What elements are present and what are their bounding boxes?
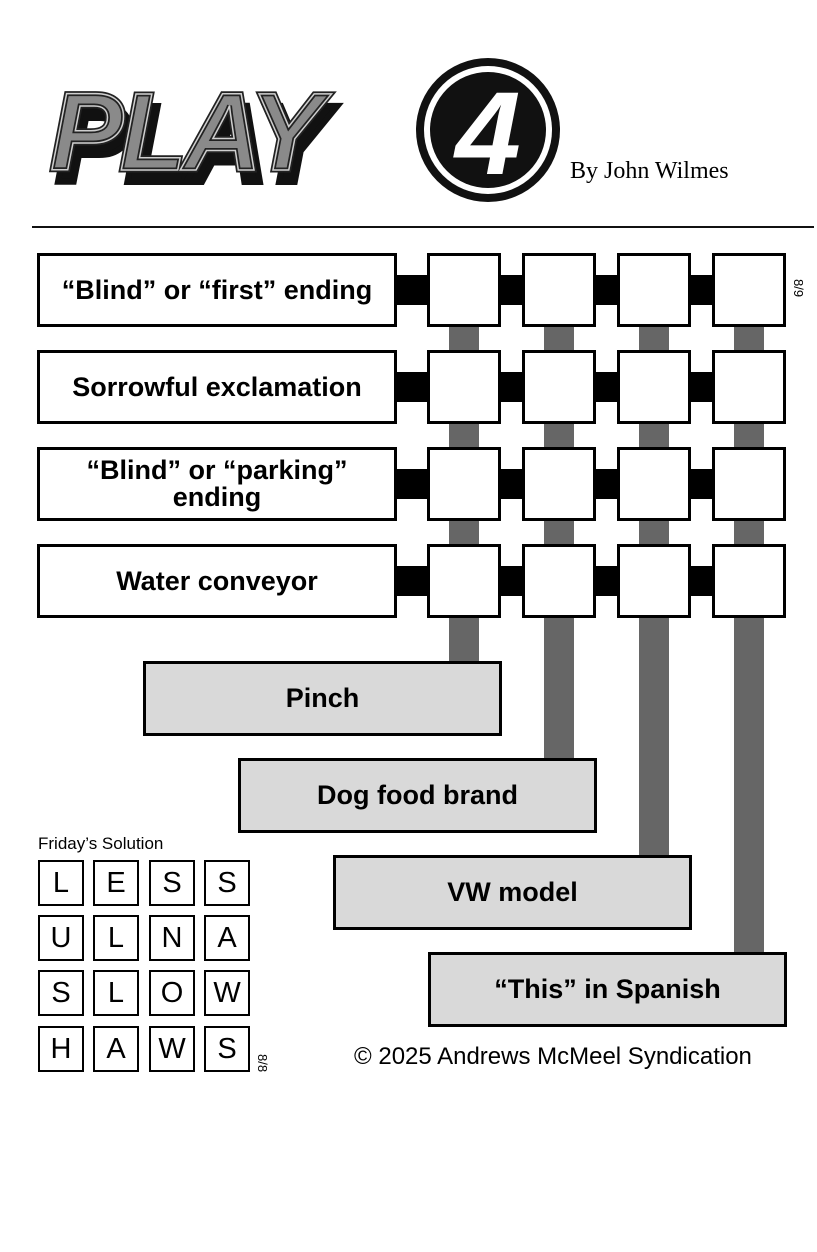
answer-cell[interactable] <box>712 447 786 521</box>
solution-date: 8/8 <box>255 1054 270 1073</box>
across-connector <box>688 469 715 499</box>
solution-cell: N <box>149 915 195 961</box>
across-clue-3: “Blind” or “parking” ending <box>37 447 397 521</box>
answer-cell[interactable] <box>617 447 691 521</box>
play4-logo: PLAY PLAY PLAY 4 <box>48 58 560 209</box>
across-connector <box>593 566 620 596</box>
solution-cell: L <box>38 860 84 906</box>
down-clue-4: “This” in Spanish <box>428 952 787 1027</box>
puzzle-date: 8/9 <box>791 279 806 298</box>
solution-cell: H <box>38 1026 84 1072</box>
answer-cell[interactable] <box>712 253 786 327</box>
solution-cell: S <box>149 860 195 906</box>
solution-cell: W <box>204 970 250 1016</box>
svg-text:PLAY: PLAY <box>50 71 332 194</box>
across-connector <box>593 469 620 499</box>
down-clue-1: Pinch <box>143 661 502 736</box>
across-connector <box>688 566 715 596</box>
solution-cell: A <box>93 1026 139 1072</box>
across-connector <box>688 275 715 305</box>
solution-title: Friday’s Solution <box>38 834 164 853</box>
across-connector <box>498 275 525 305</box>
solution-cell: E <box>93 860 139 906</box>
svg-text:PLAY: PLAY <box>50 71 332 194</box>
down-clue-3: VW model <box>333 855 692 930</box>
svg-text:4: 4 <box>453 68 521 200</box>
solution-cell: A <box>204 915 250 961</box>
across-connector <box>498 566 525 596</box>
byline: By John Wilmes <box>570 158 729 184</box>
solution-cell: S <box>204 860 250 906</box>
answer-cell[interactable] <box>522 253 596 327</box>
solution-cell: L <box>93 970 139 1016</box>
down-connector <box>734 325 764 954</box>
answer-cell[interactable] <box>427 447 501 521</box>
solution-cell: O <box>149 970 195 1016</box>
across-connector <box>394 566 430 596</box>
across-clue-2: Sorrowful exclamation <box>37 350 397 424</box>
across-connector <box>394 469 430 499</box>
svg-text:PLAY: PLAY <box>56 83 338 206</box>
solution-cell: U <box>38 915 84 961</box>
solution-cell: W <box>149 1026 195 1072</box>
answer-cell[interactable] <box>522 350 596 424</box>
across-connector <box>498 469 525 499</box>
answer-cell[interactable] <box>427 350 501 424</box>
across-clue-1: “Blind” or “first” ending <box>37 253 397 327</box>
answer-cell[interactable] <box>617 253 691 327</box>
answer-cell[interactable] <box>712 350 786 424</box>
down-clue-2: Dog food brand <box>238 758 597 833</box>
across-connector <box>394 275 430 305</box>
across-connector <box>498 372 525 402</box>
across-connector <box>688 372 715 402</box>
solution-cell: L <box>93 915 139 961</box>
header-divider <box>32 226 814 228</box>
copyright: © 2025 Andrews McMeel Syndication <box>354 1043 752 1070</box>
solution-cell: S <box>38 970 84 1016</box>
answer-cell[interactable] <box>522 447 596 521</box>
across-clue-4: Water conveyor <box>37 544 397 618</box>
across-connector <box>593 275 620 305</box>
across-connector <box>394 372 430 402</box>
answer-cell[interactable] <box>522 544 596 618</box>
across-connector <box>593 372 620 402</box>
answer-cell[interactable] <box>712 544 786 618</box>
answer-cell[interactable] <box>617 350 691 424</box>
answer-cell[interactable] <box>617 544 691 618</box>
solution-cell: S <box>204 1026 250 1072</box>
answer-cell[interactable] <box>427 544 501 618</box>
answer-cell[interactable] <box>427 253 501 327</box>
